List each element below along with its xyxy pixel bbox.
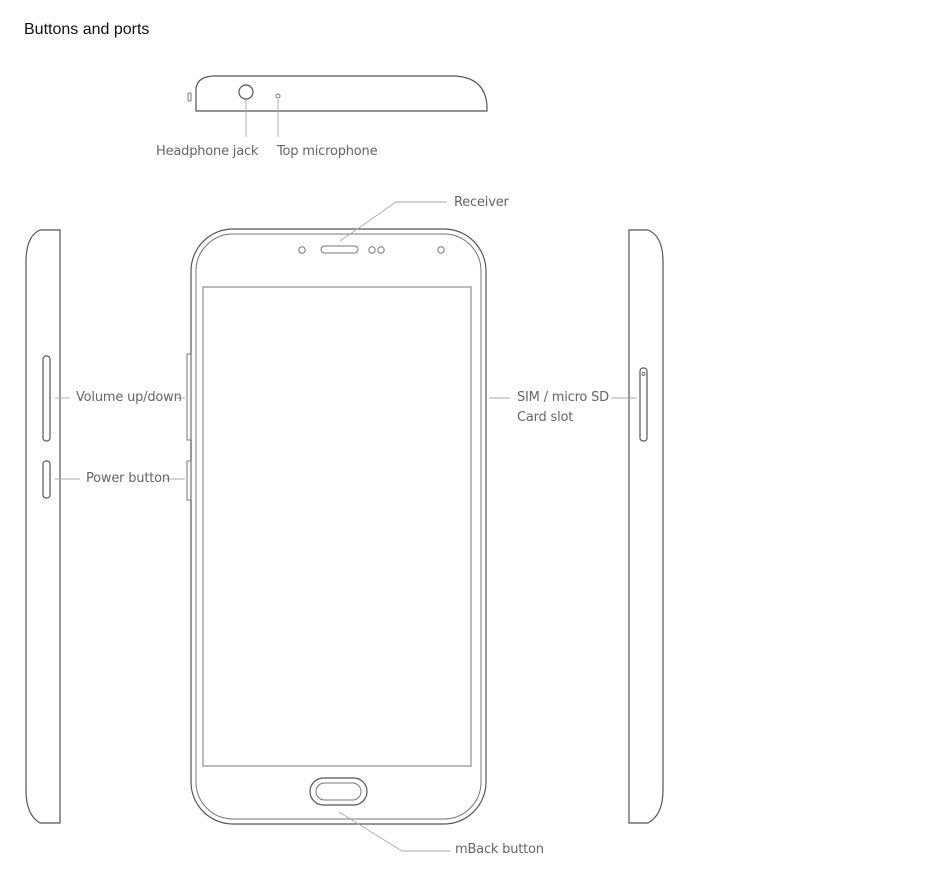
- sim-tray-icon: [639, 367, 648, 442]
- power-button-label: Power button: [86, 471, 170, 486]
- light-sensor-icon: [437, 246, 445, 254]
- mback-button-label: mBack button: [455, 842, 544, 857]
- volume-key-icon: [42, 355, 51, 442]
- phone-right-side-view: [628, 229, 664, 824]
- phone-front-view: [186, 228, 487, 825]
- card-slot-label: Card slot: [517, 410, 574, 425]
- headphone-jack-icon: [238, 84, 254, 100]
- page-title: Buttons and ports: [24, 21, 150, 38]
- proximity-sensor-icon: [377, 246, 385, 254]
- receiver-icon: [320, 245, 359, 254]
- power-key-icon: [42, 460, 51, 499]
- top-microphone-label: Top microphone: [277, 144, 378, 159]
- volume-label: Volume up/down: [76, 390, 182, 405]
- front-camera-icon: [368, 246, 376, 254]
- headphone-jack-label: Headphone jack: [156, 144, 259, 159]
- receiver-label: Receiver: [454, 195, 509, 210]
- side-volume-key: [186, 353, 192, 441]
- phone-top-view: [187, 75, 488, 112]
- sim-slot-label: SIM / micro SD: [517, 390, 609, 405]
- side-power-key: [186, 460, 192, 501]
- top-microphone-icon: [275, 93, 281, 99]
- mback-button-icon: [309, 777, 368, 806]
- front-sensor-icon: [298, 246, 306, 254]
- phone-left-side-view: [25, 229, 61, 824]
- screen: [202, 286, 472, 767]
